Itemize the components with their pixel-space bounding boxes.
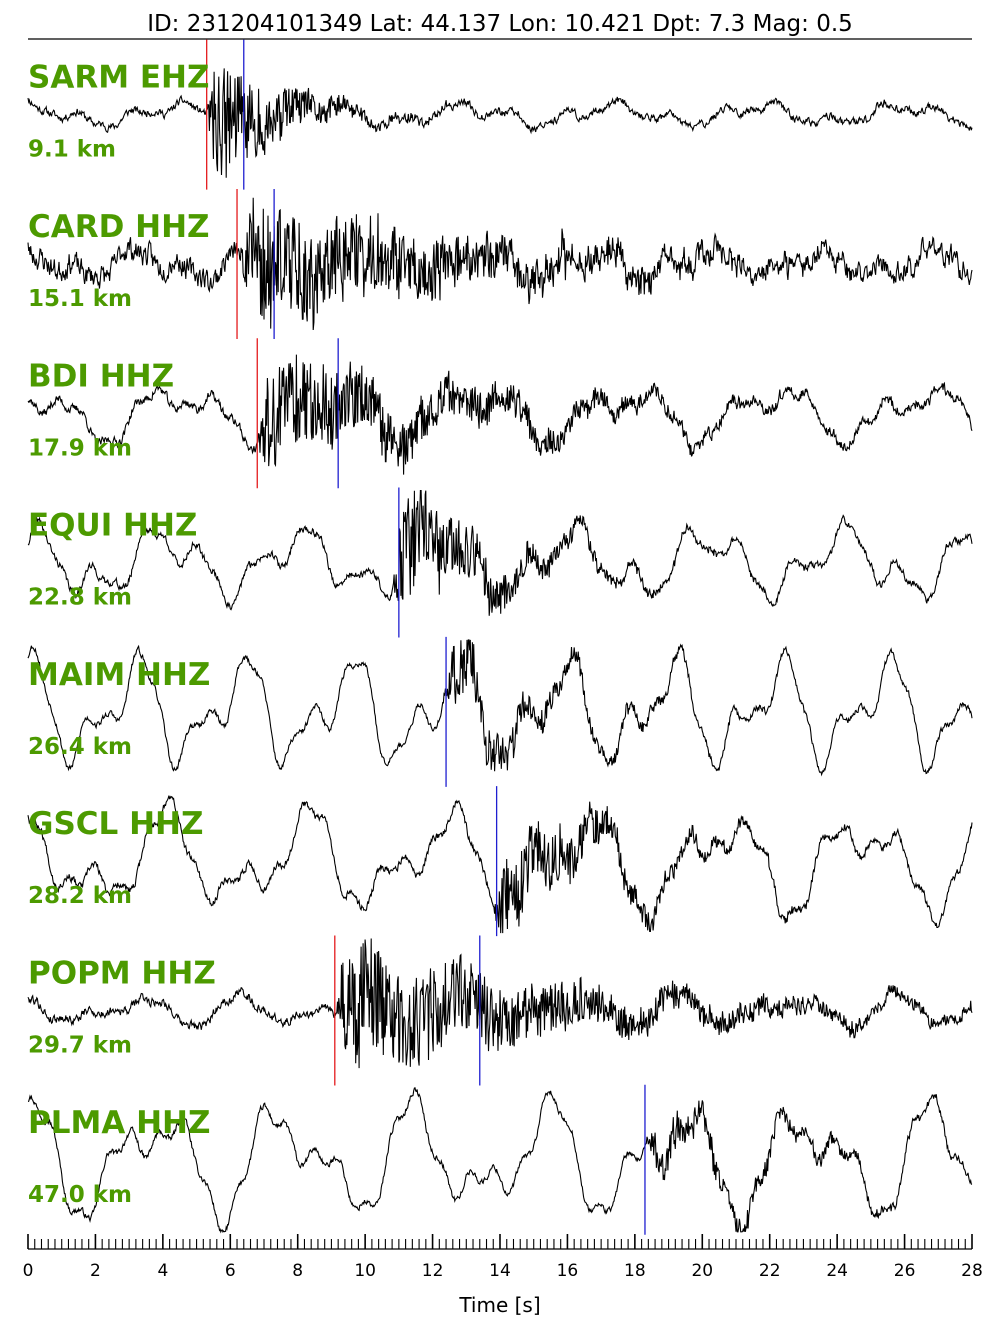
x-tick-label: 2 — [90, 1261, 101, 1281]
station-distance: 26.4 km — [28, 734, 132, 760]
station-distance: 29.7 km — [28, 1032, 132, 1058]
station-distance: 47.0 km — [28, 1182, 132, 1208]
station-label: POPM HHZ — [28, 955, 216, 991]
waveform-trace — [27, 1087, 973, 1234]
trace-panel: EQUI HHZ 22.8 km — [27, 487, 973, 638]
station-label: GSCL HHZ — [28, 806, 203, 842]
station-label: SARM EHZ — [28, 60, 209, 96]
station-distance: 9.1 km — [28, 137, 116, 163]
waveform-trace — [27, 938, 973, 1069]
station-label: EQUI HHZ — [28, 508, 197, 544]
station-label: CARD HHZ — [28, 209, 210, 245]
trace-panel: PLMA HHZ 47.0 km — [27, 1084, 973, 1235]
x-tick-label: 28 — [961, 1261, 983, 1281]
station-label: MAIM HHZ — [28, 657, 210, 693]
trace-panel: CARD HHZ 15.1 km — [27, 188, 973, 339]
x-tick-label: 26 — [894, 1261, 916, 1281]
station-distance: 15.1 km — [28, 286, 132, 312]
station-distance: 17.9 km — [28, 435, 132, 461]
event-header: ID: 231204101349 Lat: 44.137 Lon: 10.421… — [147, 11, 853, 37]
x-tick-label: 22 — [759, 1261, 781, 1281]
x-tick-label: 12 — [422, 1261, 444, 1281]
trace-panel: GSCL HHZ 28.2 km — [27, 786, 973, 937]
station-label: BDI HHZ — [28, 358, 174, 394]
waveform-trace — [27, 639, 973, 777]
x-tick-label: 18 — [624, 1261, 646, 1281]
station-label: PLMA HHZ — [28, 1105, 210, 1141]
trace-panels: SARM EHZ 9.1 km CARD HHZ 15.1 km BDI HHZ 17.9… — [27, 39, 973, 1235]
trace-panel: BDI HHZ 17.9 km — [27, 338, 973, 489]
waveform-trace — [27, 354, 973, 475]
x-axis-label: Time [s] — [458, 1293, 540, 1317]
waveform-trace — [27, 795, 973, 934]
x-tick-label: 6 — [225, 1261, 236, 1281]
station-distance: 22.8 km — [28, 585, 132, 611]
x-tick-label: 14 — [489, 1261, 511, 1281]
x-tick-label: 0 — [23, 1261, 34, 1281]
x-tick-label: 8 — [292, 1261, 303, 1281]
x-tick-label: 16 — [557, 1261, 579, 1281]
station-distance: 28.2 km — [28, 883, 132, 909]
waveform-trace — [27, 490, 973, 616]
trace-panel: MAIM HHZ 26.4 km — [27, 636, 973, 787]
trace-panel: POPM HHZ 29.7 km — [27, 935, 973, 1086]
trace-panel: SARM EHZ 9.1 km — [27, 39, 973, 190]
x-tick-label: 20 — [691, 1261, 713, 1281]
waveform-trace — [27, 68, 973, 178]
x-tick-label: 10 — [354, 1261, 376, 1281]
waveform-trace — [27, 197, 973, 331]
x-tick-label: 4 — [157, 1261, 168, 1281]
x-tick-label: 24 — [826, 1261, 848, 1281]
